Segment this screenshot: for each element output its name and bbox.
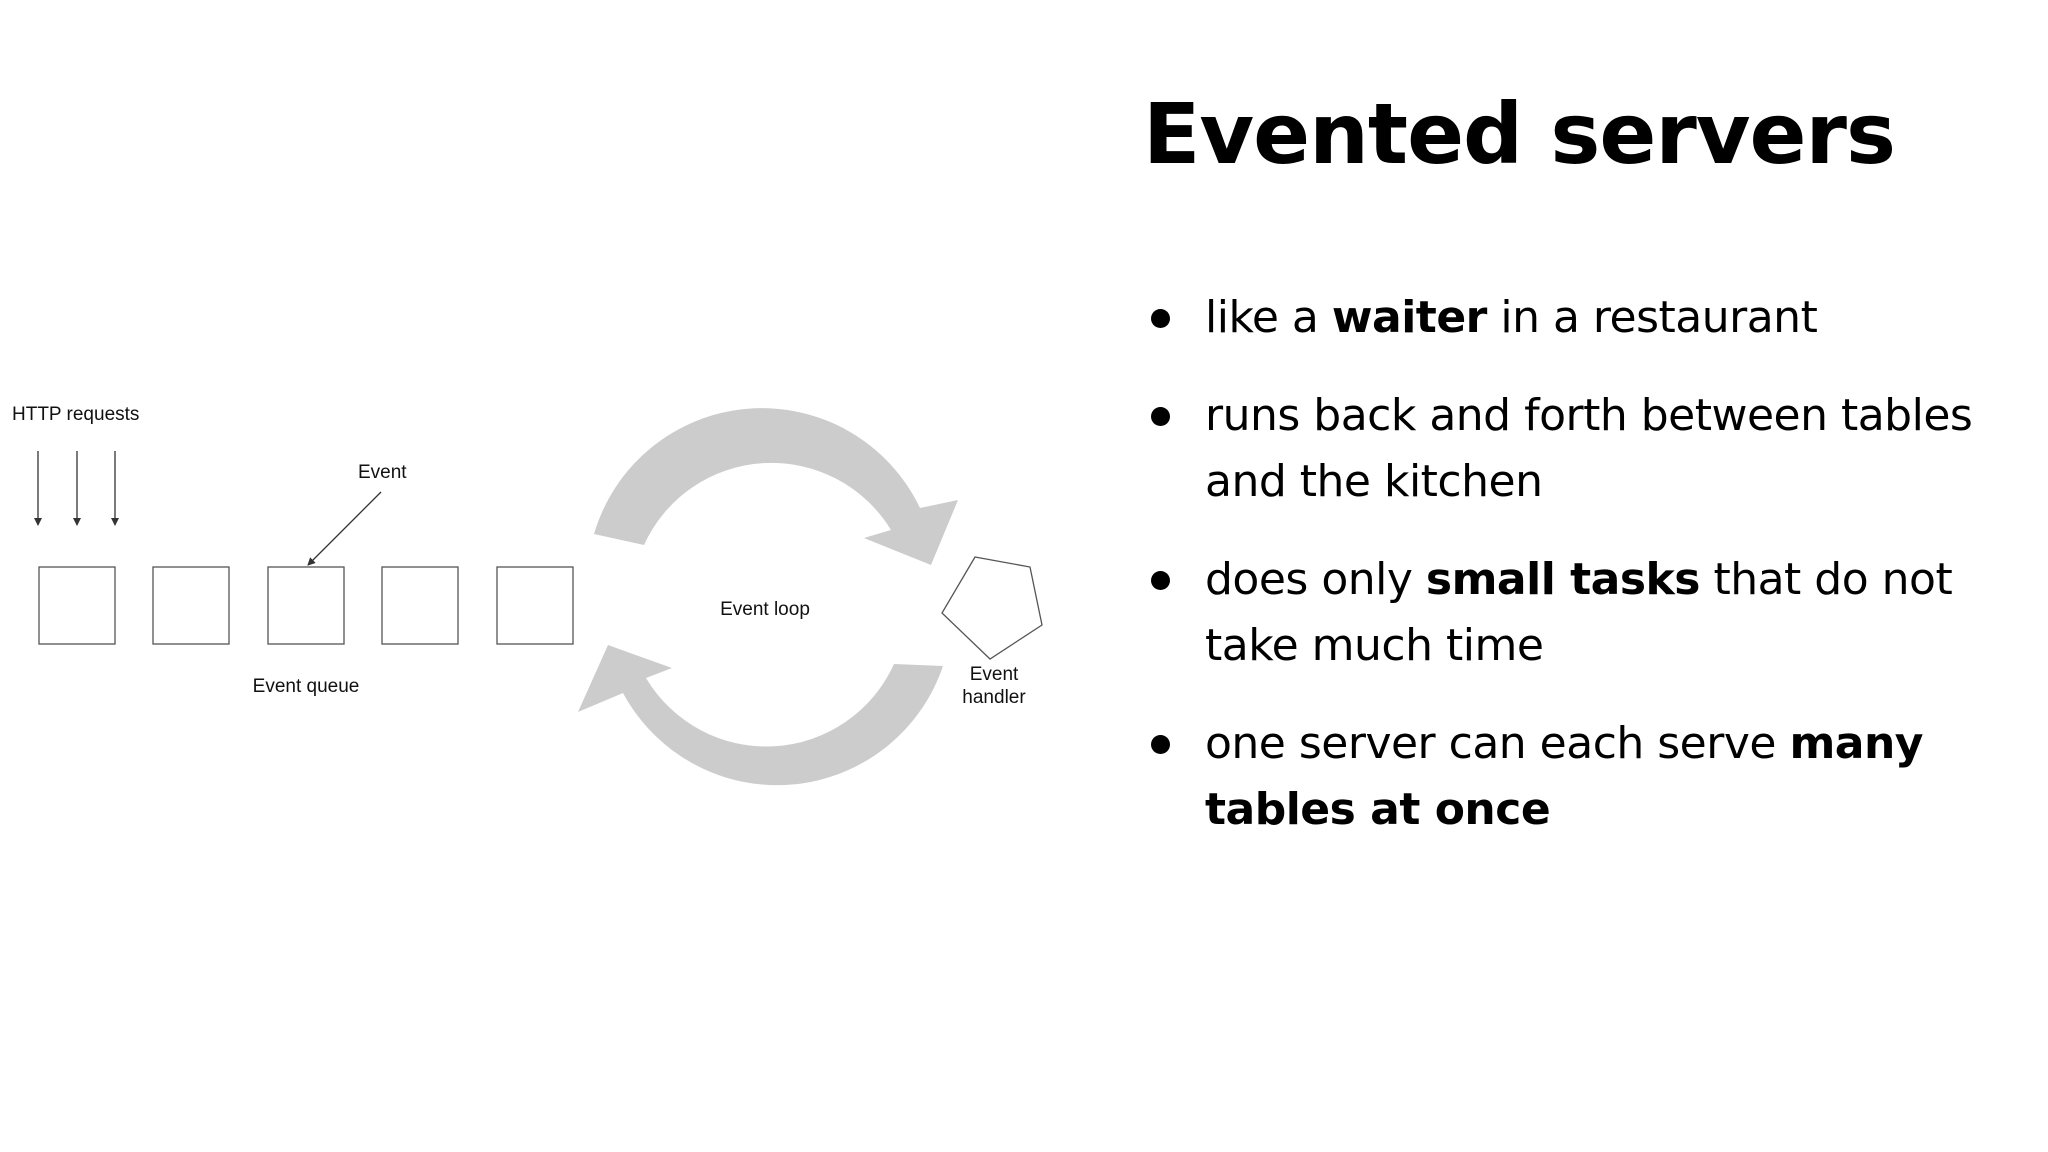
bullet-bold-text: small tasks	[1425, 554, 1701, 605]
bullet-item: does only small tasks that do not take m…	[1143, 547, 2013, 679]
bullet-text: in a restaurant	[1486, 292, 1818, 343]
http-requests-label: HTTP requests	[12, 404, 139, 425]
event-handler-label-line2: handler	[962, 687, 1026, 708]
event-queue-slot	[267, 566, 345, 645]
event-queue-label: Event queue	[253, 676, 360, 697]
bullet-bold-text: waiter	[1331, 292, 1488, 343]
bullet-dot-icon	[1151, 571, 1170, 590]
bullet-dot-icon	[1151, 407, 1170, 426]
bullet-text: like a	[1205, 292, 1332, 343]
event-pointer-arrow	[307, 491, 382, 566]
bullet-list: like a waiter in a restaurant runs back …	[1143, 285, 2013, 875]
bullet-text: that do not take much time	[1205, 554, 1953, 671]
event-queue-slot	[496, 566, 574, 645]
bullet-text: runs back and forth between tables and t…	[1205, 390, 1973, 507]
bullet-item: one server can each serve many tables at…	[1143, 711, 2013, 843]
bullet-item: like a waiter in a restaurant	[1143, 285, 2013, 351]
event-loop-upper-arrow	[594, 408, 958, 565]
event-label: Event	[358, 462, 407, 483]
event-handler-label-line1: Event	[970, 664, 1019, 685]
event-handler-pentagon	[941, 556, 1043, 660]
event-queue-slot	[152, 566, 230, 645]
bullet-dot-icon	[1151, 735, 1170, 754]
bullet-bold-text: many tables at once	[1205, 718, 1923, 835]
event-loop-label: Event loop	[720, 599, 810, 620]
event-loop-lower-arrow	[578, 645, 943, 786]
slide-title: Evented servers	[1143, 85, 1896, 183]
bullet-dot-icon	[1151, 309, 1170, 328]
bullet-text: does only	[1205, 554, 1426, 605]
event-queue-slot	[381, 566, 459, 645]
bullet-item: runs back and forth between tables and t…	[1143, 383, 2013, 515]
bullet-text: one server can each serve	[1205, 718, 1790, 769]
event-queue-slot	[38, 566, 116, 645]
event-loop-diagram: HTTP requests Event Event queue Event lo…	[12, 404, 1043, 786]
